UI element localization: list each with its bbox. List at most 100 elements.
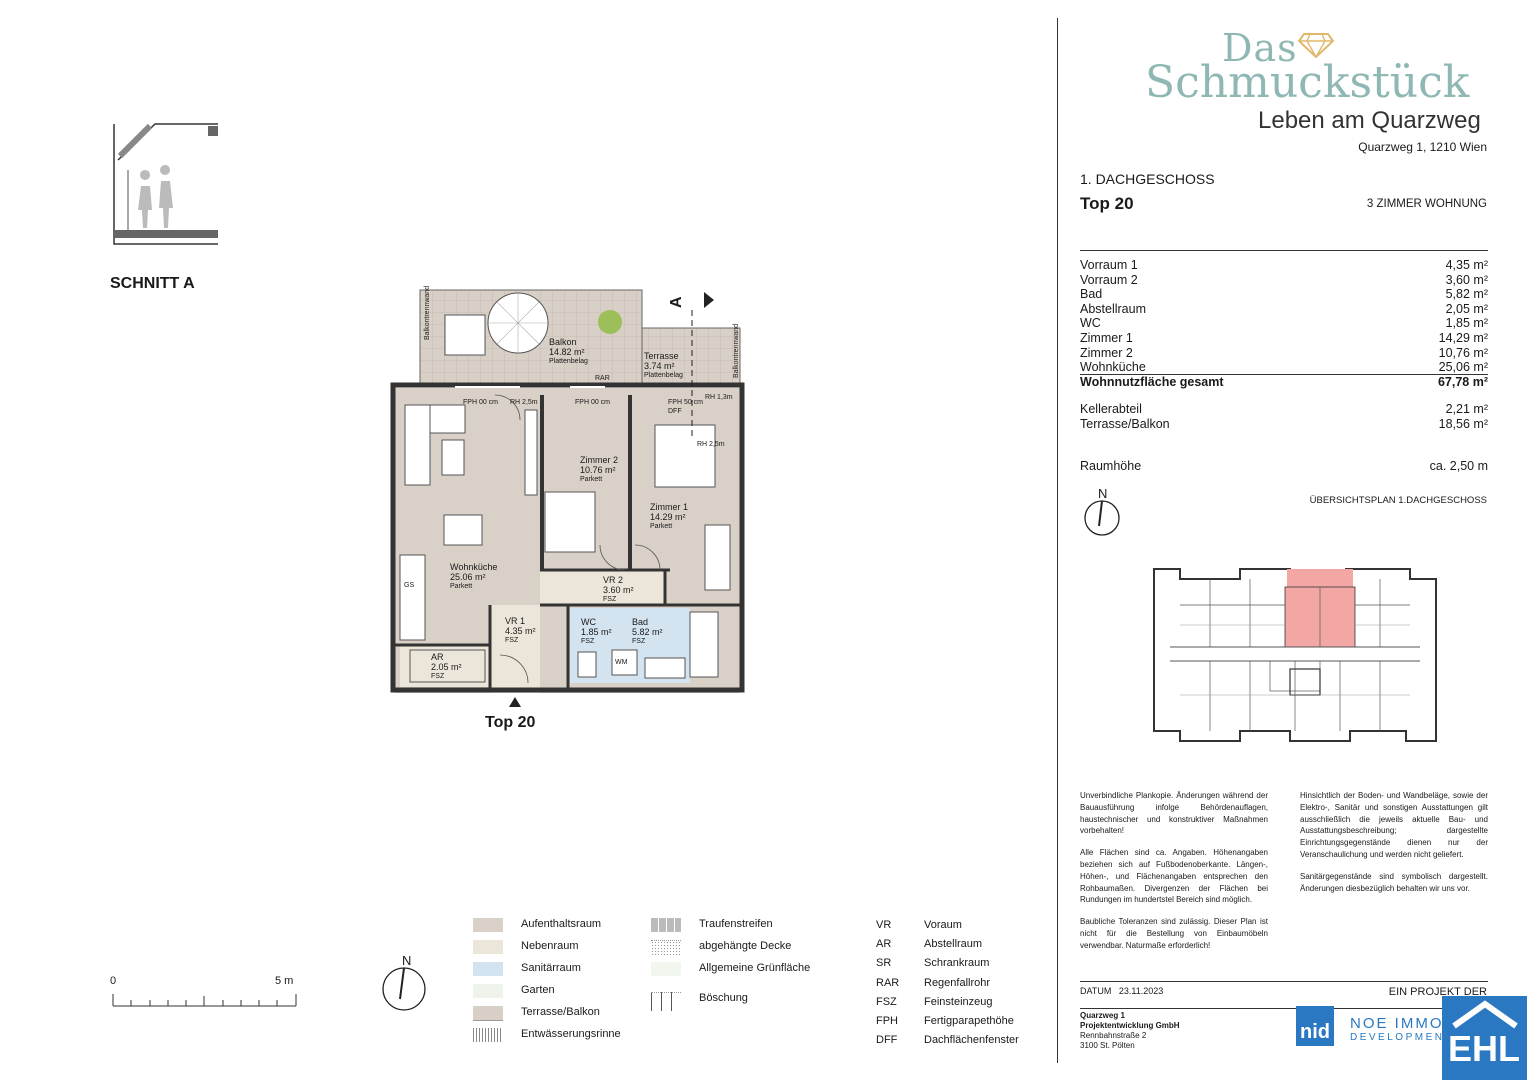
legend-label: Terrasse/Balkon [521, 1006, 600, 1018]
legend-swatch [651, 992, 681, 1011]
abbreviation-value: Fertigparapethöhe [924, 1015, 1014, 1027]
scale-end: 5 m [275, 975, 294, 987]
panel-divider [1057, 18, 1058, 1063]
legend-label: Böschung [699, 992, 748, 1004]
annot-dff: DFF [668, 408, 682, 415]
legend-label: Aufenthaltsraum [521, 918, 602, 930]
section-drawing [113, 123, 218, 245]
floor-plan [390, 289, 745, 707]
overview-title: ÜBERSICHTSPLAN 1.DACHGESCHOSS [1309, 495, 1487, 506]
abbreviation-value: Schrankraum [924, 957, 990, 970]
abbreviation-value: Voraum [924, 919, 962, 931]
house-roof-icon [1452, 1000, 1518, 1029]
legend-label: Garten [521, 984, 555, 996]
annot-wall2: Balkontrennwand [733, 323, 740, 378]
abbreviation-key: RAR [876, 976, 900, 989]
abbreviation-value: Dachflächenfenster [924, 1034, 1019, 1047]
annot-rh3: RH 2,5m [697, 441, 725, 448]
legend-label: Traufenstreifen [699, 918, 773, 930]
total-rule [1080, 374, 1488, 375]
legend-swatch [473, 1028, 503, 1042]
legend-swatch [651, 962, 681, 976]
legend-swatch [473, 918, 503, 932]
footer-rule-2 [1080, 1008, 1488, 1009]
legend-swatch [473, 940, 503, 954]
north-label-left: N [402, 953, 412, 968]
legend-swatch [651, 940, 681, 955]
legend-label: Sanitärraum [521, 962, 581, 974]
ehl-logo: EHL [1442, 996, 1527, 1080]
section-arrow-icon [704, 292, 714, 308]
annot-fph2: FPH 00 cm [575, 399, 611, 406]
legend-swatch [473, 984, 503, 998]
abbreviation-key: VR [876, 919, 892, 931]
logo-main: Schmuckstück [1145, 57, 1470, 108]
diamond-icon [1298, 33, 1334, 58]
areas-top-rule [1080, 250, 1488, 251]
unit-type: 3 ZIMMER WOHNUNG [1366, 198, 1487, 210]
overview-plan [1153, 568, 1437, 742]
legend-label: Nebenraum [521, 940, 579, 952]
notes-left: Unverbindliche Plankopie. Änderungen wäh… [1080, 791, 1268, 950]
annot-fph1: FPH 00 cm [463, 399, 499, 406]
abbreviation-key: FPH [876, 1015, 898, 1027]
annot-wall1: Balkontrennwand [424, 285, 431, 340]
abbreviation-value: Feinsteinzeug [924, 995, 993, 1008]
annot-wm: WM [615, 659, 628, 666]
legend-label: abgehängte Decke [699, 940, 792, 952]
noe-logo-line2: DEVELOPMENT [1350, 1032, 1454, 1043]
nid-logo: nid [1296, 1006, 1334, 1046]
abbreviation-value: Regenfallrohr [924, 976, 991, 989]
abbreviation-key: DFF [876, 1034, 898, 1047]
section-marker: A [668, 296, 685, 308]
abbreviation-value: Abstellraum [924, 938, 983, 951]
annot-rh1: RH 2,5m [510, 399, 538, 406]
annot-rar: RAR [595, 375, 610, 382]
annot-rh2: RH 1,3m [705, 394, 733, 401]
footer-rule [1080, 981, 1488, 982]
floor-label: 1. DACHGESCHOSS [1080, 171, 1215, 187]
legend-swatch [651, 918, 681, 932]
company-address: Quarzweg 1 Projektentwicklung GmbH Rennb… [1080, 1011, 1180, 1050]
notes-right: Hinsichtlich der Boden- und Wandbeläge, … [1300, 791, 1488, 893]
north-label-right: N [1098, 486, 1108, 501]
section-cut-line [691, 310, 693, 440]
abbreviation-key: SR [876, 957, 892, 970]
abbreviation-key: FSZ [876, 995, 897, 1008]
annot-gs: GS [404, 582, 415, 589]
noe-logo-line1: NOE IMMOB [1350, 1015, 1456, 1032]
logo-subtitle: Leben am Quarzweg [1258, 107, 1481, 134]
legend-label: Allgemeine Grünfläche [699, 962, 811, 974]
datum: DATUM 23.11.2023 [1080, 986, 1164, 996]
compass-icon [1084, 500, 1120, 536]
abbreviation-key: AR [876, 938, 892, 951]
section-title: SCHNITT A [110, 275, 195, 292]
project-of: EIN PROJEKT DER [1388, 986, 1487, 998]
scale-bar [112, 994, 297, 1007]
address: Quarzweg 1, 1210 Wien [1358, 140, 1487, 154]
logo-das: Das [1222, 26, 1298, 70]
legend-swatch [473, 962, 503, 976]
unit-top: Top 20 [1080, 194, 1134, 213]
legend-swatch [473, 1006, 503, 1021]
legend-label: Entwässerungsrinne [521, 1028, 621, 1040]
